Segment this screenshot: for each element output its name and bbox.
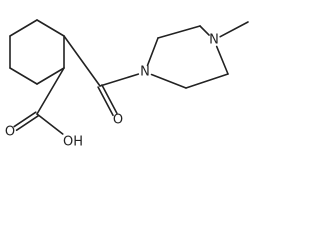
bond-pc2-n4 bbox=[199, 25, 210, 36]
bond-n1-pc1 bbox=[146, 37, 159, 67]
atom-label-n1: N bbox=[140, 65, 150, 80]
bond-c_amide-n1 bbox=[99, 73, 140, 87]
bond-c6-c_amide bbox=[63, 35, 101, 87]
bond-n4-c_methyl bbox=[219, 21, 249, 38]
atom-label-o-carbonyl-acid: O bbox=[5, 125, 15, 140]
bond-c_amide-o_amide-line-1 bbox=[97, 86, 114, 117]
bond-n4-pc3 bbox=[215, 45, 229, 75]
bond-c3-c4 bbox=[9, 67, 38, 85]
bond-c_carboxyl-o_hydroxyl bbox=[36, 113, 64, 135]
bond-c5-c_carboxyl bbox=[36, 67, 65, 115]
bond-pc3-pc4 bbox=[185, 73, 229, 89]
bond-c4-c5 bbox=[36, 67, 65, 85]
atom-label-o-hydroxyl: OH bbox=[63, 135, 83, 150]
bond-c1-c2 bbox=[9, 19, 38, 37]
bond-c_amide-o_amide-line-2 bbox=[101, 84, 118, 115]
atom-label-layer: O OH O N N bbox=[5, 33, 219, 150]
bond-c6-c1 bbox=[36, 19, 65, 37]
atom-label-o-amide: O bbox=[113, 113, 123, 128]
bond-c_carboxyl-o_carbonyl_acid-line-2 bbox=[15, 115, 40, 132]
bond-c_carboxyl-o_carbonyl_acid-line-1 bbox=[13, 111, 37, 128]
bond-pc1-pc2 bbox=[157, 25, 201, 39]
bond-layer bbox=[9, 19, 249, 135]
structure-diagram: O OH O N N bbox=[5, 19, 249, 150]
bond-pc4-n1 bbox=[150, 73, 187, 89]
atom-label-n4: N bbox=[209, 33, 219, 48]
